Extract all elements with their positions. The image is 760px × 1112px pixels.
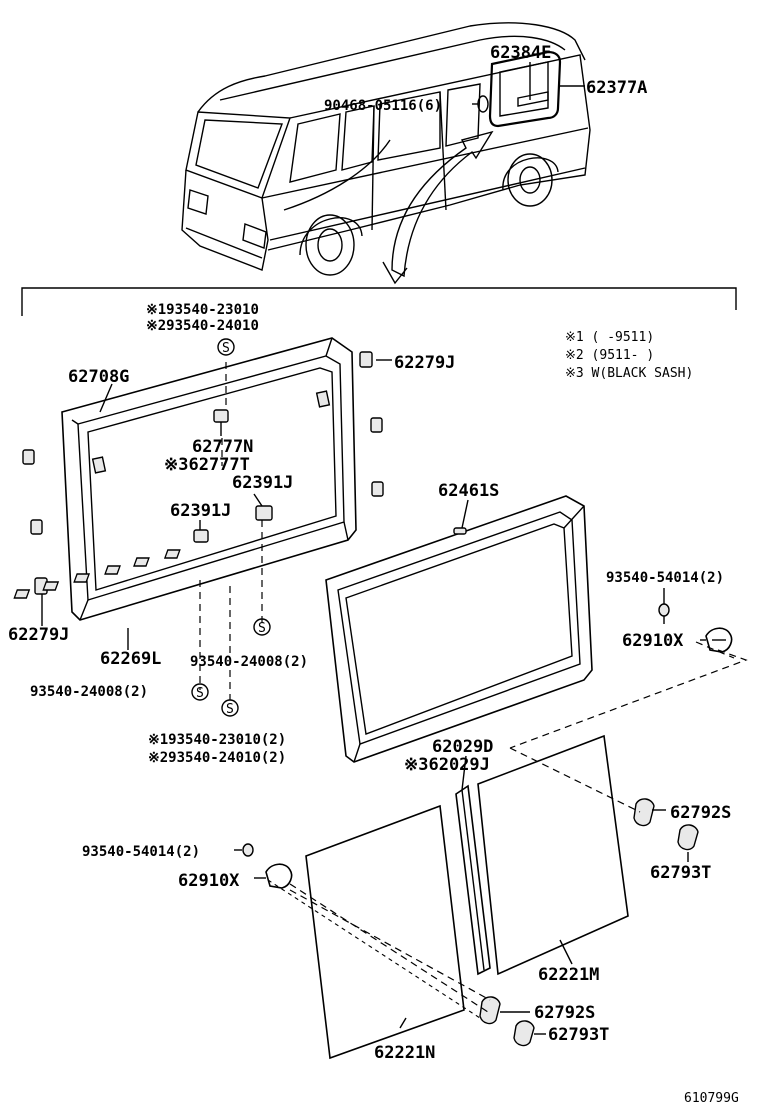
label-ref2-bottom: ※293540-24010(2): [148, 750, 286, 766]
label-62377A: 62377A: [586, 78, 647, 98]
label-62792S-right: 62792S: [670, 803, 731, 823]
label-62221M: 62221M: [538, 965, 599, 985]
label-62910X-right: 62910X: [622, 631, 684, 651]
s-mark: S: [226, 702, 234, 717]
label-93540-54014-right: 93540-54014(2): [606, 570, 724, 586]
label-90468-05116: 90468-05116(6): [324, 98, 442, 114]
s-mark: S: [196, 686, 204, 701]
label-ref1-top: ※193540-23010: [146, 302, 259, 318]
note-3: ※3 W(BLACK SASH): [565, 366, 693, 381]
leader-lines: [41, 359, 706, 1035]
s-mark: S: [222, 341, 230, 356]
latch-right: [658, 603, 733, 653]
label-62279J-top: 62279J: [394, 353, 455, 373]
note-2: ※2 (9511- ): [565, 348, 654, 363]
latch-left: [242, 843, 293, 889]
stoppers: [479, 798, 699, 1047]
label-62792S-bottom: 62792S: [534, 1003, 595, 1023]
label-62461S: 62461S: [438, 481, 499, 501]
label-93540-24008-a: 93540-24008(2): [190, 654, 308, 670]
window-frame-62708G: [61, 337, 357, 621]
label-62910X-left: 62910X: [178, 871, 240, 891]
label-62793T-right: 62793T: [650, 863, 711, 883]
label-93540-24008-b: 93540-24008(2): [30, 684, 148, 700]
pads-62269L: [0, 549, 181, 605]
note-1: ※1 ( -9511): [565, 330, 654, 345]
label-62269L: 62269L: [100, 649, 161, 669]
label-62029D: 62029D: [432, 737, 493, 757]
label-62777T: ※362777T: [164, 455, 250, 475]
sash-panel-62221M: [477, 734, 629, 976]
label-62391J-a: 62391J: [232, 473, 293, 493]
channel-62029D: [455, 784, 491, 976]
label-62279J-left: 62279J: [8, 625, 69, 645]
label-62221N: 62221N: [374, 1043, 435, 1063]
label-ref2-top: ※293540-24010: [146, 318, 259, 334]
van-illustration: [181, 22, 591, 276]
assembly-lines: [199, 362, 748, 1019]
label-93540-54014-left: 93540-54014(2): [82, 844, 200, 860]
label-62391J-b: 62391J: [170, 501, 231, 521]
location-arrow: [382, 130, 494, 285]
figure-code: 610799G: [684, 1091, 739, 1106]
label-62384E: 62384E: [490, 43, 551, 63]
window-glass-62461S: [325, 495, 593, 763]
label-62029J: ※362029J: [404, 755, 490, 775]
label-62708G: 62708G: [68, 367, 129, 387]
label-ref1-bottom: ※193540-23010(2): [148, 732, 286, 748]
label-62777N: 62777N: [192, 437, 253, 457]
label-62793T-bottom: 62793T: [548, 1025, 609, 1045]
group-bracket: [21, 287, 737, 316]
sash-panel-62221N: [305, 804, 465, 1060]
s-mark: S: [258, 621, 266, 636]
s-symbols: [191, 338, 271, 717]
